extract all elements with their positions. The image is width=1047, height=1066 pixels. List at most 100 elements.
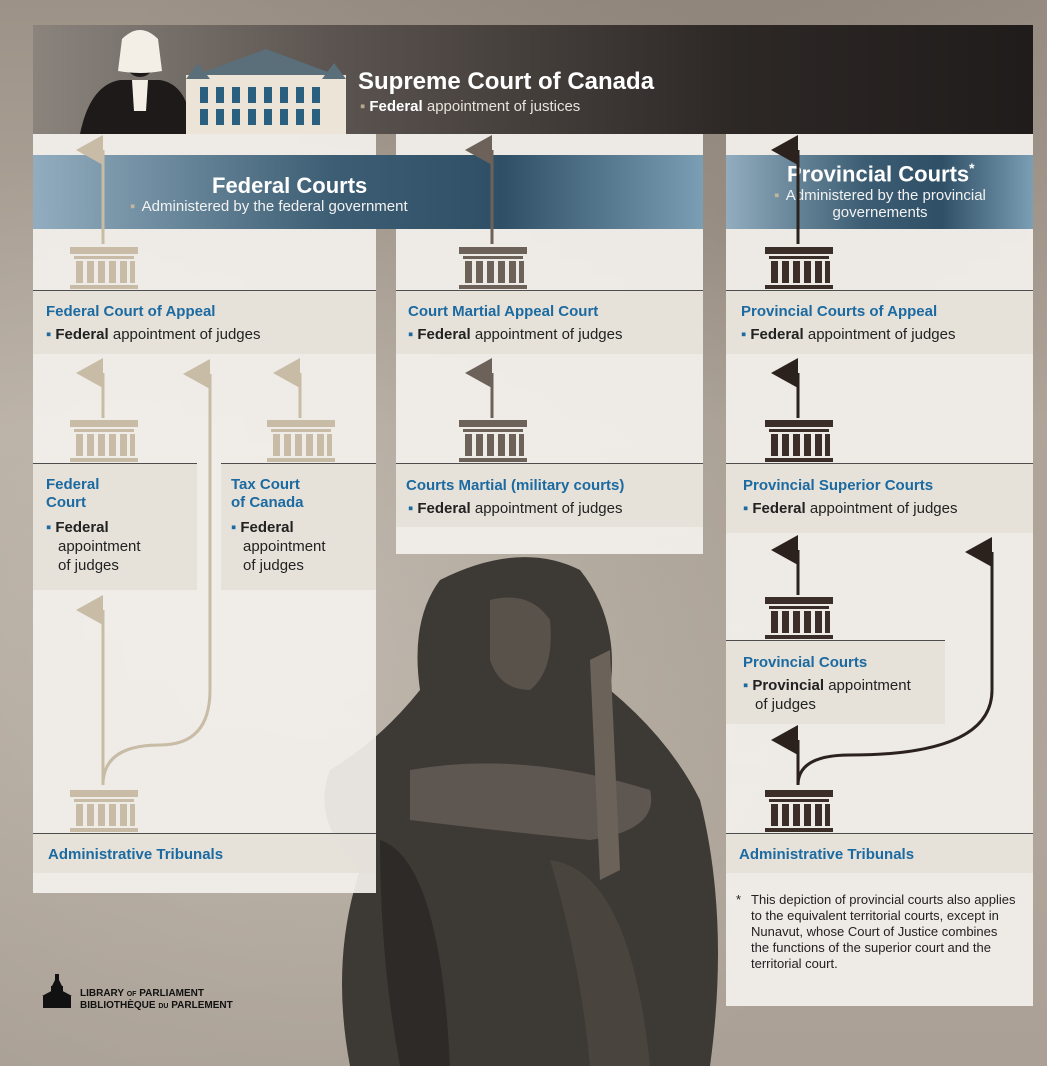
divider [33, 833, 376, 834]
tax-court-title-line-2: of Canada [231, 494, 304, 511]
courthouse-icon [459, 420, 527, 462]
provincial-superior-title: Provincial Superior Courts [743, 477, 934, 494]
supreme-court-building-icon [186, 49, 346, 134]
courts-martial-appointment: ▪Federal appointment of judges [408, 499, 622, 518]
federal-arrows [76, 135, 302, 786]
courthouse-icon [70, 247, 138, 289]
appointment-text: appointment of judges [474, 500, 623, 517]
courthouse-icon [765, 597, 833, 639]
logo-word: LIBRARY [80, 988, 124, 999]
logo-word: BIBLIOTHÈQUE [80, 1000, 156, 1011]
courthouse-icon [765, 420, 833, 462]
provincial-courts-title: Provincial Courts* [787, 160, 975, 187]
divider [726, 463, 1033, 464]
court-martial-appeal-appointment: ▪Federal appointment of judges [408, 325, 622, 344]
divider [726, 833, 1033, 834]
bullet: ▪ [743, 500, 749, 517]
court-martial-appeal-box [396, 290, 703, 354]
appointment-level: Federal [417, 326, 471, 343]
federal-court-appointment: ▪Federal appointment of judges [46, 518, 186, 575]
bullet: ▪ [46, 326, 52, 343]
divider [33, 463, 197, 464]
appointment-level: Federal [417, 500, 471, 517]
federal-courts-title: Federal Courts [212, 173, 368, 198]
provincial-tribunals-title: Administrative Tribunals [739, 846, 915, 863]
provincial-courts-banner [726, 155, 1033, 229]
bullet: ▪ [743, 677, 749, 694]
appointment-text: appointment [243, 538, 326, 555]
provincial-tribunals-box [726, 833, 1033, 873]
courthouse-icon [267, 420, 335, 462]
tax-court-appointment: ▪Federal appointment of judges [231, 518, 371, 575]
bullet: ▪ [360, 98, 366, 115]
tax-court-box [221, 463, 376, 590]
divider [726, 640, 945, 641]
provincial-courts-appointment: ▪Provincial appointment of judges [743, 676, 943, 714]
justitia-statue-image [324, 557, 718, 1066]
judge-silhouette-icon [80, 30, 192, 134]
divider [221, 463, 376, 464]
bullet: ▪ [46, 519, 52, 536]
provincial-superior-box [726, 463, 1033, 533]
courts-martial-title: Courts Martial (military courts) [406, 477, 625, 494]
federal-tribunals-box [33, 833, 376, 873]
provincial-courts-title-text: Provincial Courts [787, 161, 970, 187]
appointment-text: appointment of judges [807, 326, 956, 343]
appointment-text: appointment of judges [809, 500, 958, 517]
federal-court-of-appeal-appointment: ▪Federal appointment of judges [46, 325, 260, 344]
bullet: ▪ [741, 326, 747, 343]
bullet: ▪ [130, 198, 136, 215]
appointment-level: Federal [55, 326, 109, 343]
bullet: ▪ [408, 500, 414, 517]
appointment-text: appointment [828, 677, 911, 694]
provincial-courts-heading: Provincial Courts [743, 654, 868, 671]
logo-word: PARLIAMENT [139, 988, 205, 999]
logo-text: LIBRARY OF PARLIAMENT BIBLIOTHÈQUE DU PA… [80, 988, 233, 1012]
divider [726, 290, 1033, 291]
divider [396, 463, 703, 464]
appointment-text-2: of judges [58, 557, 119, 574]
federal-court-box [33, 463, 197, 590]
courthouse-icon [765, 790, 833, 832]
logo-word: DU [158, 1003, 169, 1010]
appointment-text-2: of judges [243, 557, 304, 574]
provincial-arrows [771, 135, 994, 786]
footnote-star: * [969, 160, 975, 176]
appointment-level: Federal [240, 519, 294, 536]
parliament-logo-icon [42, 974, 72, 1008]
federal-court-of-appeal-title: Federal Court of Appeal [46, 303, 216, 320]
federal-court-title-line-1: Federal [46, 476, 100, 493]
appointment-level: Federal [369, 98, 423, 115]
appointment-level: Federal [750, 326, 804, 343]
bullet: ▪ [231, 519, 237, 536]
courthouse-icon [70, 420, 138, 462]
court-martial-appeal-title: Court Martial Appeal Court [408, 303, 599, 320]
federal-courts-banner [33, 155, 703, 229]
provincial-admin-line-2: governements [832, 204, 928, 221]
appointment-level: Federal [55, 519, 109, 536]
provincial-appeal-title: Provincial Courts of Appeal [741, 303, 938, 320]
appointment-level: Federal [752, 500, 806, 517]
supreme-court-appointment: ▪Federal appointment of justices [360, 98, 580, 115]
appointment-text: appointment of justices [426, 98, 581, 115]
courts-martial-box [396, 463, 703, 527]
federal-courts-admin: ▪ Administered by the federal government [130, 198, 408, 215]
divider [33, 290, 376, 291]
appointment-level: Provincial [752, 677, 825, 694]
footnote-star: * [736, 892, 742, 907]
federal-court-of-appeal-box [33, 290, 376, 354]
provincial-superior-appointment: ▪Federal appointment of judges [743, 499, 957, 518]
appointment-text-2: of judges [755, 696, 816, 713]
appointment-text: appointment [58, 538, 141, 555]
appointment-text: appointment of judges [474, 326, 623, 343]
bullet: ▪ [774, 187, 780, 204]
federal-court-title-line-2: Court [46, 494, 86, 511]
logo-word: OF [126, 991, 137, 998]
supreme-court-title: Supreme Court of Canada [358, 68, 655, 95]
bullet: ▪ [408, 326, 414, 343]
courthouse-icon [459, 247, 527, 289]
